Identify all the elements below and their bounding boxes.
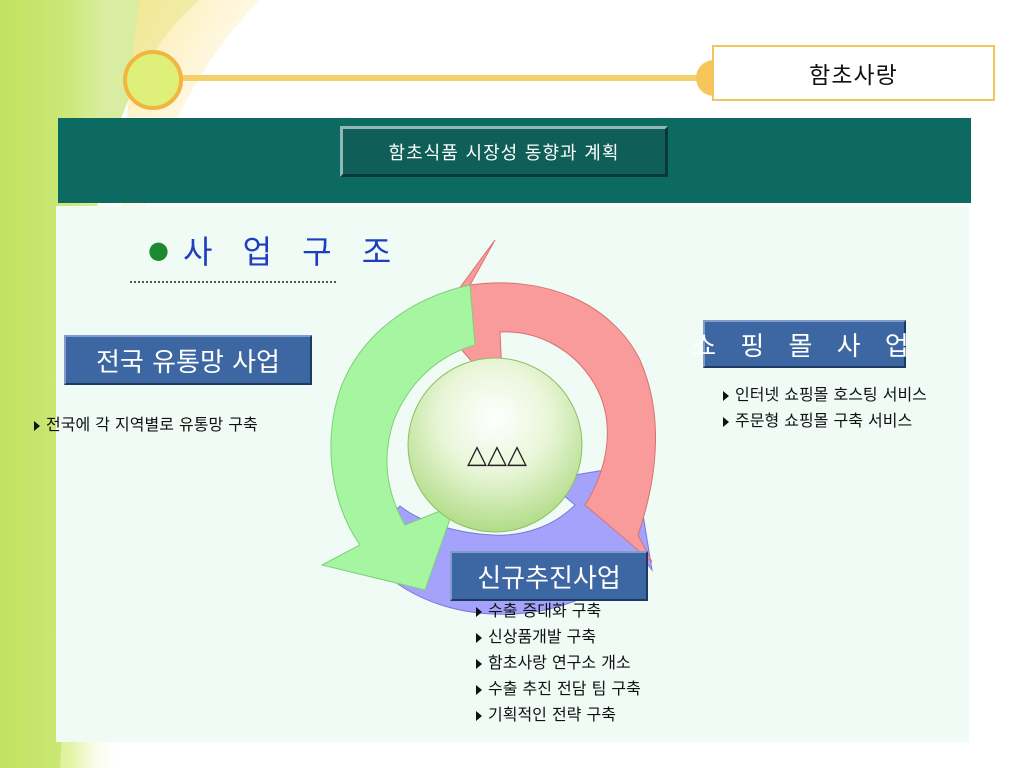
bottom-group-title: 신규추진사업: [450, 551, 648, 601]
section-heading: ● 사 업 구 조: [148, 228, 401, 272]
left-group-title: 전국 유통망 사업: [64, 335, 312, 385]
list-item: 수출 추진 전담 팀 구축: [476, 676, 641, 702]
cycle-core: [407, 357, 583, 533]
list-item: 신상품개발 구축: [476, 624, 641, 650]
bullet-dot-icon: ●: [148, 236, 169, 264]
right-group-list: 인터넷 쇼핑몰 호스팅 서비스 주문형 쇼핑몰 구축 서비스: [723, 382, 927, 434]
cycle-center-label: △△△: [467, 440, 527, 470]
list-item: 함초사랑 연구소 개소: [476, 650, 641, 676]
list-item: 인터넷 쇼핑몰 호스팅 서비스: [723, 382, 927, 408]
cycle-arrow-green: [320, 284, 476, 591]
list-item: 기획적인 전략 구축: [476, 702, 641, 728]
dotted-underline: [130, 281, 336, 283]
list-item: 전국에 각 지역별로 유통망 구축: [34, 412, 258, 438]
page-title: 함초식품 시장성 동향과 계획: [340, 126, 668, 177]
left-group-list: 전국에 각 지역별로 유통망 구축: [34, 412, 258, 438]
bottom-group-list: 수출 증대화 구축 신상품개발 구축 함초사랑 연구소 개소 수출 추진 전담 …: [476, 598, 641, 728]
right-group-title: 쇼 핑 몰 사 업: [692, 320, 909, 368]
brand-name: 함초사랑: [712, 45, 995, 101]
list-item: 주문형 쇼핑몰 구축 서비스: [723, 408, 927, 434]
list-item: 수출 증대화 구축: [476, 598, 641, 624]
section-title: 사 업 구 조: [182, 233, 402, 271]
cycle-arrow-red: [435, 239, 656, 563]
